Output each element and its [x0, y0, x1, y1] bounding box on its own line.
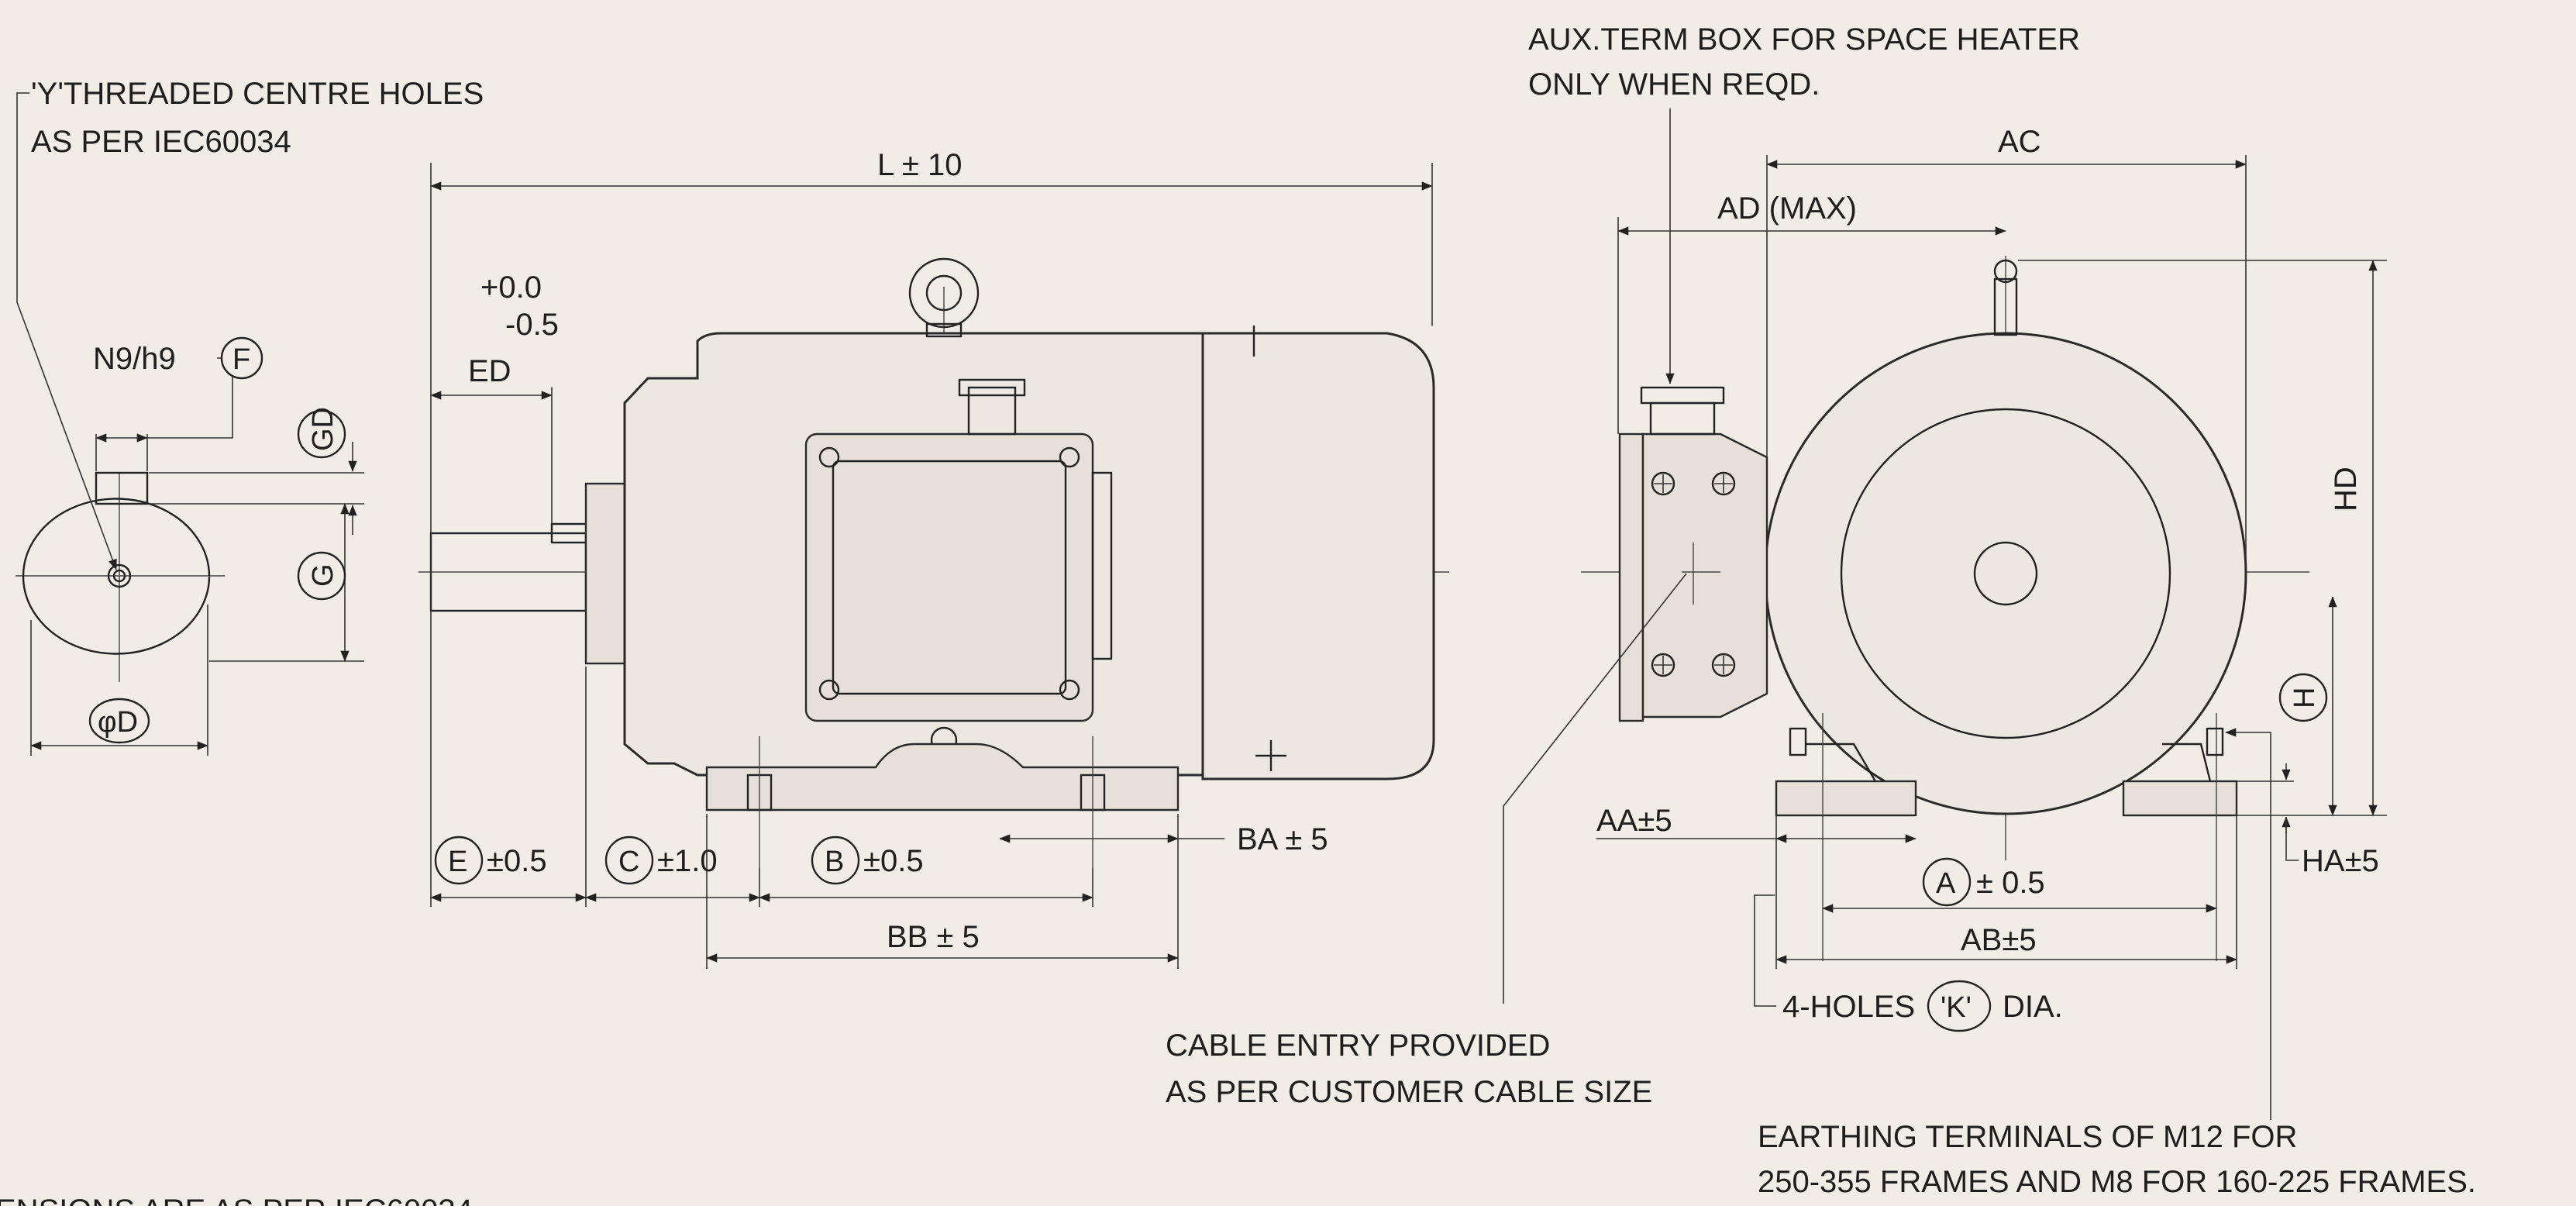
- frame-circle: [1764, 332, 2247, 815]
- centre-holes-callout-line2: AS PER IEC60034: [31, 125, 291, 159]
- ac-dimension: AC: [1998, 125, 2041, 159]
- e-label: E: [448, 846, 467, 878]
- right-foot: [2122, 780, 2238, 817]
- aux-box-flange: [1618, 432, 1644, 722]
- ab-dimension: AB±5: [1961, 923, 2037, 957]
- terminal-box: [804, 432, 1094, 722]
- endshield: [584, 482, 626, 665]
- tol-plus: +0.0: [480, 270, 542, 305]
- mounting-feet: [705, 743, 1180, 811]
- fan-cover: [1201, 332, 1435, 780]
- holes-suffix: DIA.: [2003, 990, 2063, 1024]
- ba-dimension: BA ± 5: [1237, 822, 1328, 856]
- key: [95, 471, 149, 505]
- a-label: A: [1936, 867, 1956, 900]
- c-tolerance: ±1.0: [657, 844, 718, 878]
- a-tolerance: ± 0.5: [1976, 866, 2045, 900]
- shaft-end-view: N9/h9 F GD G φD 'Y'THREADED CENTRE HOLES…: [15, 77, 484, 756]
- ed-label: ED: [468, 354, 511, 388]
- b-label: B: [825, 846, 844, 878]
- centre-holes-callout-line1: 'Y'THREADED CENTRE HOLES: [31, 77, 484, 111]
- aux-box-callout-line1: AUX.TERM BOX FOR SPACE HEATER: [1528, 22, 2080, 57]
- end-view: AUX.TERM BOX FOR SPACE HEATER ONLY WHEN …: [1166, 22, 2476, 1199]
- holes-prefix: 4-HOLES: [1782, 990, 1915, 1024]
- aa-dimension: AA±5: [1596, 804, 1672, 838]
- phi-d-label: φD: [98, 706, 138, 739]
- footer-note: ENSIONS ARE AS PER IEC60034: [0, 1194, 473, 1206]
- cable-entry-callout-line1: CABLE ENTRY PROVIDED: [1166, 1029, 1550, 1063]
- centre-hole: [107, 563, 132, 588]
- eyebolt: [908, 257, 980, 329]
- bb-dimension: BB ± 5: [887, 920, 980, 954]
- ha-dimension: HA±5: [2302, 844, 2379, 878]
- earthing-callout-line1: EARTHING TERMINALS OF M12 FOR: [1758, 1120, 2297, 1154]
- b-tolerance: ±0.5: [863, 844, 924, 878]
- earthing-callout-line2: 250-355 FRAMES AND M8 FOR 160-225 FRAMES…: [1758, 1165, 2476, 1199]
- hd-dimension: HD: [2329, 467, 2363, 512]
- ad-dimension: AD (MAX): [1717, 191, 1857, 226]
- l-dimension: L ± 10: [877, 148, 962, 182]
- cable-entry-callout-line2: AS PER CUSTOMER CABLE SIZE: [1166, 1075, 1652, 1109]
- c-label: C: [618, 846, 639, 878]
- centre-holes-leader: [16, 92, 117, 570]
- side-view: L ± 10 +0.0 -0.5 ED E ±0.5 C ±1.0 B ±0.5…: [418, 148, 1449, 969]
- tol-minus: -0.5: [505, 308, 559, 342]
- holes-k-label: 'K': [1941, 991, 1972, 1024]
- fit-label: N9/h9: [93, 342, 176, 376]
- gd-label: GD: [307, 407, 339, 451]
- h-label: H: [2288, 687, 2321, 708]
- left-foot: [1775, 780, 1917, 817]
- aux-box-callout-line2: ONLY WHEN REQD.: [1528, 67, 1820, 102]
- e-tolerance: ±0.5: [487, 844, 547, 878]
- aux-term-box: [1641, 432, 1768, 718]
- shaft-circle: [22, 498, 211, 655]
- f-label: F: [232, 343, 250, 376]
- g-label: G: [307, 563, 339, 587]
